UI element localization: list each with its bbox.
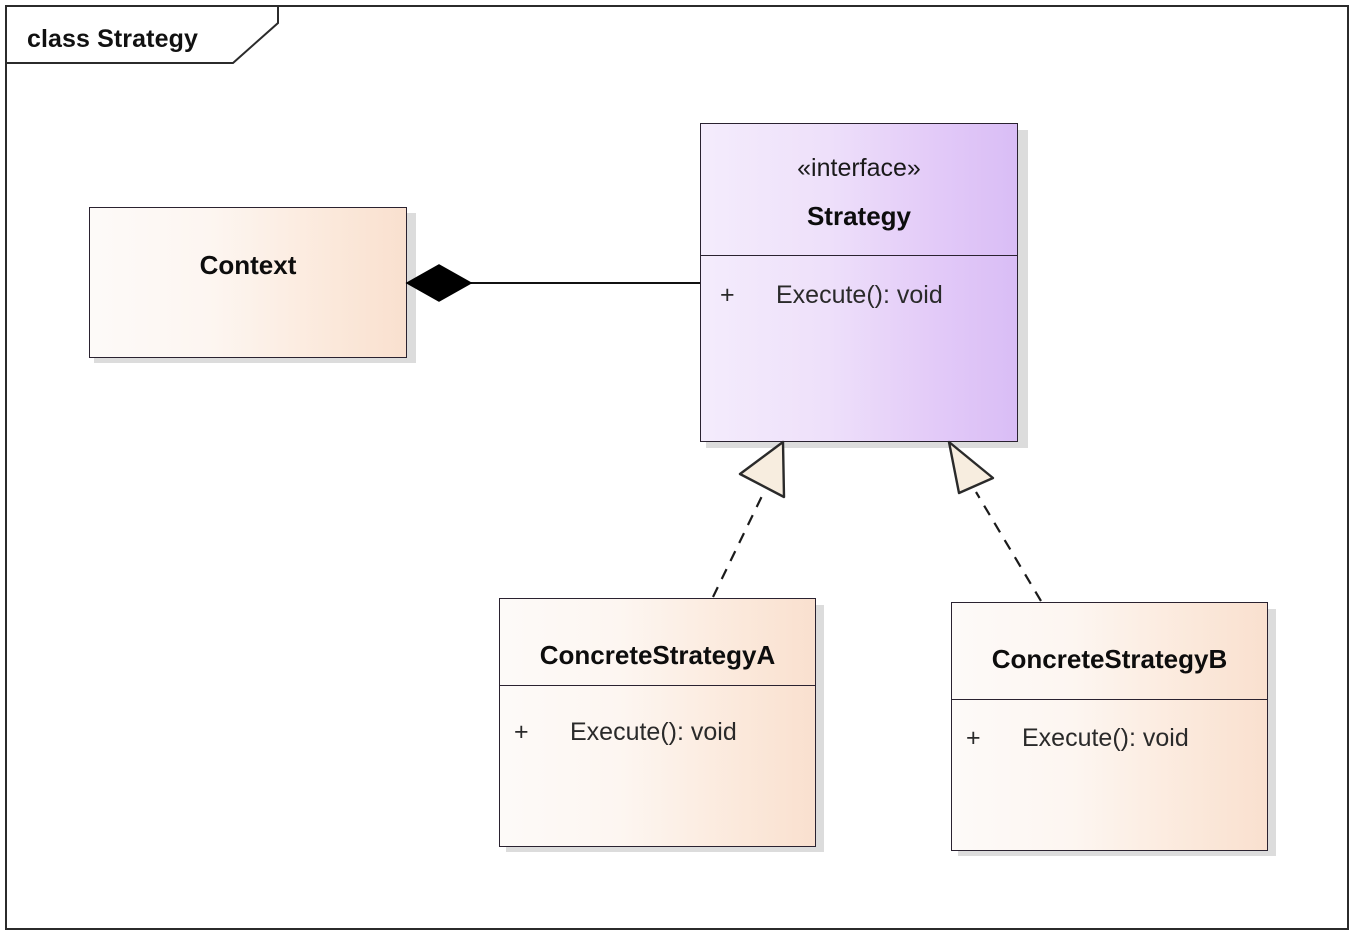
class-box-concrete-strategy-b[interactable]: ConcreteStrategyB + Execute(): void: [951, 602, 1268, 851]
class-compartment-divider: [701, 255, 1017, 256]
class-box-concrete-strategy-a[interactable]: ConcreteStrategyA + Execute(): void: [499, 598, 816, 847]
diagram-frame: [5, 5, 1349, 930]
member-signature: Execute(): void: [1022, 724, 1189, 752]
member-row: + Execute(): void: [514, 718, 737, 747]
class-compartment-divider: [952, 699, 1267, 700]
frame-tab-label: class Strategy: [27, 25, 198, 53]
class-box-strategy[interactable]: «interface» Strategy + Execute(): void: [700, 123, 1018, 442]
class-name-context: Context: [199, 250, 297, 280]
member-signature: Execute(): void: [776, 281, 943, 309]
class-name-concrete-strategy-b: ConcreteStrategyB: [991, 644, 1228, 674]
class-name-concrete-strategy-a: ConcreteStrategyA: [539, 640, 776, 670]
frame-tab-shape: [5, 5, 279, 64]
frame-name-tab: class Strategy: [5, 5, 280, 65]
class-stereotype-strategy: «interface»: [797, 154, 921, 182]
member-row: + Execute(): void: [720, 281, 943, 310]
member-visibility: +: [514, 718, 529, 746]
class-box-context[interactable]: Context: [89, 207, 407, 358]
member-signature: Execute(): void: [570, 718, 737, 746]
class-compartment-divider: [500, 685, 815, 686]
member-visibility: +: [966, 724, 981, 752]
member-row: + Execute(): void: [966, 724, 1189, 753]
member-visibility: +: [720, 281, 735, 309]
class-name-strategy: Strategy: [806, 201, 912, 231]
